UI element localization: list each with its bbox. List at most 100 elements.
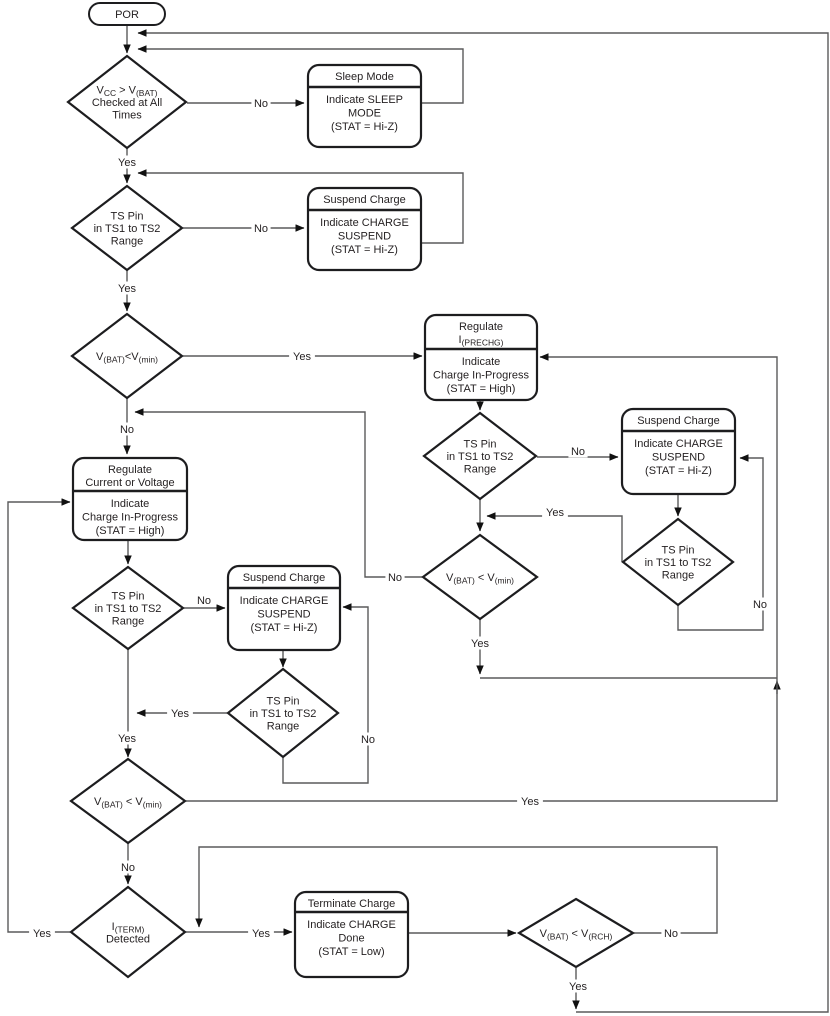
edge-label-backing <box>114 155 140 169</box>
edge-label-no-vmin2: No <box>385 570 405 584</box>
node-text: Indicate CHARGE <box>240 595 329 607</box>
flow-edge-iterm-yes-left <box>7 498 71 933</box>
edge-label-text: No <box>120 424 134 436</box>
edge-label-backing <box>194 593 214 607</box>
flow-edge-ts5-no-loop <box>282 603 369 784</box>
edge-label-backing <box>358 732 378 746</box>
edge-label-yes-vcc: Yes <box>114 155 140 169</box>
edge-label-text: Yes <box>293 351 311 363</box>
edge-label-text: No <box>121 862 135 874</box>
edge-label-backing <box>750 597 770 611</box>
edge-label-text: No <box>361 734 375 746</box>
node-text: in TS1 to TS2 <box>645 557 712 569</box>
edge-label-yes-iterm-left: Yes <box>29 926 55 940</box>
edge-label-no-vmin3: No <box>118 860 138 874</box>
edge-label-no-vrch: No <box>661 926 681 940</box>
node-text: Charge In-Progress <box>82 512 178 524</box>
node-text: TS Pin <box>110 211 143 223</box>
node-text: Regulate <box>108 464 152 476</box>
node-text: (STAT = High) <box>96 525 165 537</box>
edge-label-no-ts4: No <box>194 593 214 607</box>
decision-shape <box>70 312 184 400</box>
edge-label-text: No <box>753 599 767 611</box>
node-text: Range <box>112 616 144 628</box>
node-text: (STAT = Hi-Z) <box>645 465 712 477</box>
node-text: V(BAT)<V(min) <box>96 351 158 365</box>
edge-label-text: Yes <box>118 157 136 169</box>
node-text: POR <box>115 9 139 21</box>
node-text: V(BAT) < V(min) <box>94 796 162 810</box>
edge-label-backing <box>248 926 274 940</box>
edge-label-backing <box>118 860 138 874</box>
decision-shape <box>69 885 187 979</box>
node-text: Done <box>338 933 364 945</box>
edge-label-no-vcc: No <box>251 96 271 110</box>
edge-label-text: Yes <box>33 928 51 940</box>
edge-label-backing <box>117 422 137 436</box>
node-text: (STAT = Low) <box>318 946 384 958</box>
edge-label-yes-vmin1: Yes <box>289 349 315 363</box>
decision-shape <box>226 667 340 759</box>
node-text: Indicate SLEEP <box>326 94 403 106</box>
edge-label-text: Yes <box>521 796 539 808</box>
edge-label-no-ts3: No <box>750 597 770 611</box>
edge-label-text: No <box>197 595 211 607</box>
edge-label-text: Yes <box>252 928 270 940</box>
decision-vbat-lt-vmin-3: V(BAT) < V(min) <box>69 757 187 845</box>
node-text: Range <box>111 236 143 248</box>
node-text: Terminate Charge <box>308 898 395 910</box>
decision-vbat-lt-vmin-2: V(BAT) < V(min) <box>421 533 539 621</box>
node-text: I(TERM) <box>112 921 145 935</box>
node-text: SUSPEND <box>652 452 705 464</box>
flow-edge-vmin3-yes-long <box>186 353 778 802</box>
node-text: I(PRECHG) <box>459 334 504 348</box>
node-text: Indicate <box>111 498 150 510</box>
decision-shape <box>516 897 636 969</box>
edge-label-backing <box>565 979 591 993</box>
edge-label-text: Yes <box>569 981 587 993</box>
edge-label-yes-vmin3: Yes <box>517 794 543 808</box>
decision-shape <box>71 565 185 651</box>
edge-label-yes-ts1: Yes <box>114 281 140 295</box>
edge-label-backing <box>251 221 271 235</box>
decision-shape <box>70 184 184 272</box>
node-text: TS Pin <box>661 545 694 557</box>
edge-label-backing <box>661 926 681 940</box>
node-text: in TS1 to TS2 <box>250 708 317 720</box>
edge-label-yes-ts4: Yes <box>114 731 140 745</box>
edge-label-backing <box>542 505 568 519</box>
edge-label-text: No <box>664 928 678 940</box>
flow-edge-vrch-no-loop <box>195 846 718 934</box>
edge-label-backing <box>289 349 315 363</box>
node-text: Checked at All <box>92 97 162 109</box>
node-text: (STAT = Hi-Z) <box>331 121 398 133</box>
edge-label-text: Yes <box>118 733 136 745</box>
flow-edge-ts3-yes <box>486 512 623 562</box>
edge-label-backing <box>385 570 405 584</box>
node-text: VCC > V(BAT) <box>97 85 158 99</box>
flow-edge-restart-loop <box>137 29 829 1013</box>
edge-label-backing <box>29 926 55 940</box>
edge-label-backing <box>251 96 271 110</box>
node-text: V(BAT) < V(RCH) <box>540 928 613 942</box>
edge-label-yes-vmin2: Yes <box>467 636 493 650</box>
start-terminator-por: POR <box>88 2 166 26</box>
flow-edge-suspend1-loop <box>137 169 464 244</box>
edge-label-backing <box>114 281 140 295</box>
node-text: Suspend Charge <box>637 415 720 427</box>
flow-edge-sleep-loop <box>137 45 464 104</box>
decision-shape <box>69 757 187 845</box>
process-shape <box>423 313 539 402</box>
edge-label-no-vmin1: No <box>117 422 137 436</box>
edge-label-no-ts1: No <box>251 221 271 235</box>
process-shape <box>293 890 410 979</box>
node-text: Range <box>464 464 496 476</box>
